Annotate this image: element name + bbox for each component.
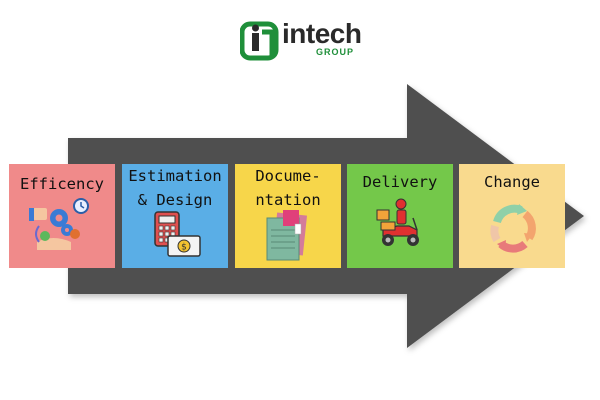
logo-sub-text: GROUP [316,47,355,57]
intech-logo-icon [240,21,279,61]
step-label: Change [484,173,540,191]
calculator-money-icon: $ [154,211,201,257]
delivery-scooter-icon [376,198,419,246]
efficiency-gears-clock-icon [29,198,89,250]
logo-brand-text: intech [282,18,362,49]
step-estimation-design-card: Estimation & Design $ [122,164,228,268]
step-efficiency-card: Efficency [9,164,115,268]
step-label: Docume- ntation [255,167,321,209]
step-label: Efficency [20,175,104,193]
svg-text:$: $ [181,243,187,253]
step-documentation-card: Docume- ntation [235,164,341,268]
cycle-arrows-icon [490,204,536,253]
step-label: Delivery [362,173,438,191]
documents-stack-icon [266,210,308,261]
step-delivery-card: Delivery [347,164,453,268]
step-change-card: Change [459,164,565,268]
step-label: Estimation & Design [128,167,222,209]
